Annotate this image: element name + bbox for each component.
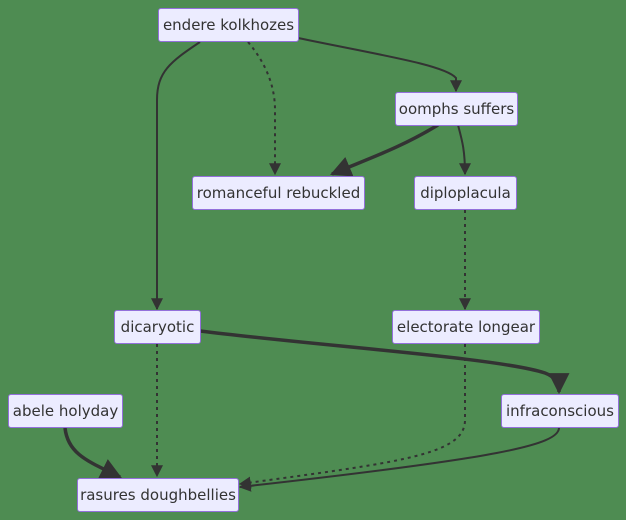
- edge-abele-to-rasures: [63, 427, 122, 479]
- edge-endere-to-romanceful: [247, 41, 281, 176]
- edge-dicaryotic-to-infraconscious: [199, 329, 570, 395]
- node-electorate-longear[interactable]: electorate longear: [392, 310, 540, 344]
- node-abele-holyday[interactable]: abele holyday: [8, 394, 123, 428]
- node-rasures-doughbellies[interactable]: rasures doughbellies: [77, 478, 239, 512]
- node-romanceful-rebuckled[interactable]: romanceful rebuckled: [192, 176, 365, 210]
- edge-endere-to-dicaryotic: [151, 41, 201, 311]
- node-dicaryotic[interactable]: dicaryotic: [114, 310, 201, 344]
- edge-oomphs-to-romanceful: [330, 123, 439, 177]
- node-infraconscious[interactable]: infraconscious: [501, 394, 619, 428]
- node-endere-kolkhozes[interactable]: endere kolkhozes: [158, 8, 299, 42]
- edge-infraconscious-to-rasures: [238, 427, 560, 492]
- edge-oomphs-to-diploplacula: [457, 124, 471, 176]
- node-diploplacula[interactable]: diploplacula: [414, 176, 517, 210]
- node-oomphs-suffers[interactable]: oomphs suffers: [395, 92, 518, 126]
- edge-endere-to-oomphs: [297, 37, 462, 93]
